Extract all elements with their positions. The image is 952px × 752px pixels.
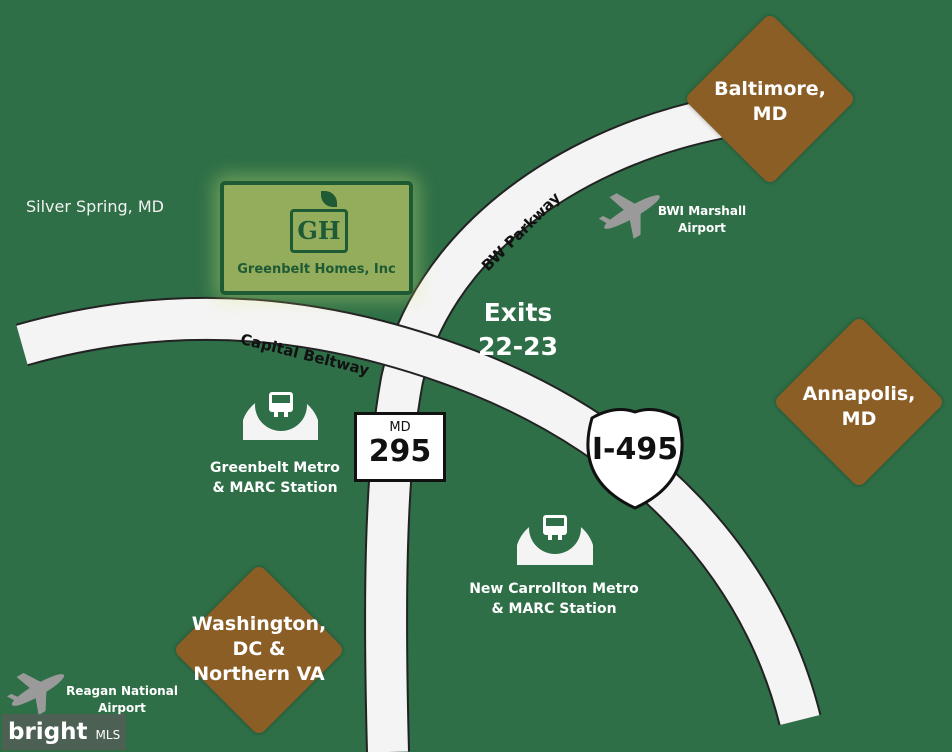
silver-spring-label: Silver Spring, MD: [26, 197, 164, 216]
new-carrollton-station-icon: [517, 502, 593, 565]
leaf-icon: [321, 191, 337, 207]
reagan-airport-label: Reagan National Airport: [66, 684, 178, 715]
baltimore-label: Baltimore, MD: [714, 78, 826, 125]
annapolis-label: Annapolis, MD: [802, 383, 916, 430]
gh-monogram: GH: [290, 209, 348, 253]
new-carrollton-station-label: New Carrollton Metro & MARC Station: [469, 581, 639, 617]
bwi-airplane-icon: [598, 193, 660, 239]
company-name: Greenbelt Homes, Inc: [237, 262, 396, 277]
md-295-shield: MD 295: [354, 412, 446, 482]
greenbelt-station-label: Greenbelt Metro & MARC Station: [210, 460, 340, 496]
interstate-shield: [586, 408, 684, 510]
bright-mls-watermark: bright MLS: [2, 714, 127, 750]
reagan-airplane-icon: [7, 672, 65, 716]
bwi-airport-label: BWI Marshall Airport: [657, 204, 747, 235]
exits-label: Exits 22-23: [478, 298, 558, 361]
washington-label: Washington, DC & Northern VA: [191, 613, 327, 685]
greenbelt-homes-logo: GH Greenbelt Homes, Inc: [220, 181, 413, 295]
greenbelt-station-icon: [243, 379, 318, 440]
i-495-label: I-495: [591, 432, 679, 467]
